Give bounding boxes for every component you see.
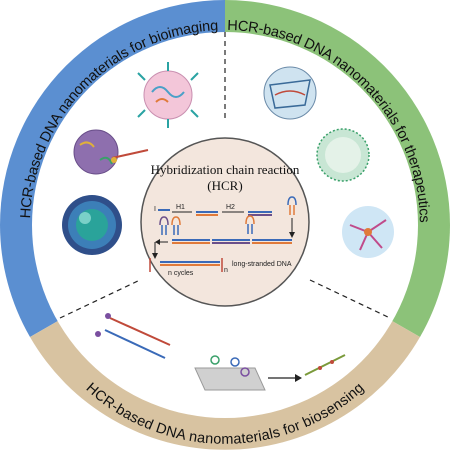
biosensing-strands <box>95 313 171 359</box>
biosensing-arrow <box>268 374 302 382</box>
bioimaging-hairpin-strand <box>111 149 149 163</box>
divider-right <box>309 279 391 319</box>
biosensing-graphene-sheet <box>194 355 266 391</box>
bioimaging-nanoparticle-purple <box>73 129 119 175</box>
bioimaging-dna-cluster <box>62 195 122 255</box>
product-label: long-stranded DNA <box>232 261 292 268</box>
therapeutics-dna-cage <box>263 66 317 120</box>
bioimaging-nanoparticle-pink <box>137 62 199 128</box>
hcr-step1: I H1 H2 <box>154 196 297 216</box>
n-label: n <box>224 267 228 274</box>
therapeutics-hydrogel-sphere <box>316 128 370 182</box>
hcr-title-line2: (HCR) <box>207 178 242 193</box>
hcr-hairpins-row <box>159 215 295 238</box>
therapeutics-network-sphere <box>342 206 394 258</box>
hcr-product: n long-stranded DNA n cycles <box>149 258 292 277</box>
hcr-step2 <box>152 239 292 259</box>
initiator-label: I <box>154 206 156 213</box>
biosensing-product-strand <box>304 354 346 376</box>
divider-left <box>59 279 141 319</box>
hcr-title-line1: Hybridization chain reaction <box>151 162 300 177</box>
hairpin2-label: H2 <box>226 204 235 211</box>
cycles-label: n cycles <box>168 270 194 277</box>
hairpin1-label: H1 <box>176 204 185 211</box>
